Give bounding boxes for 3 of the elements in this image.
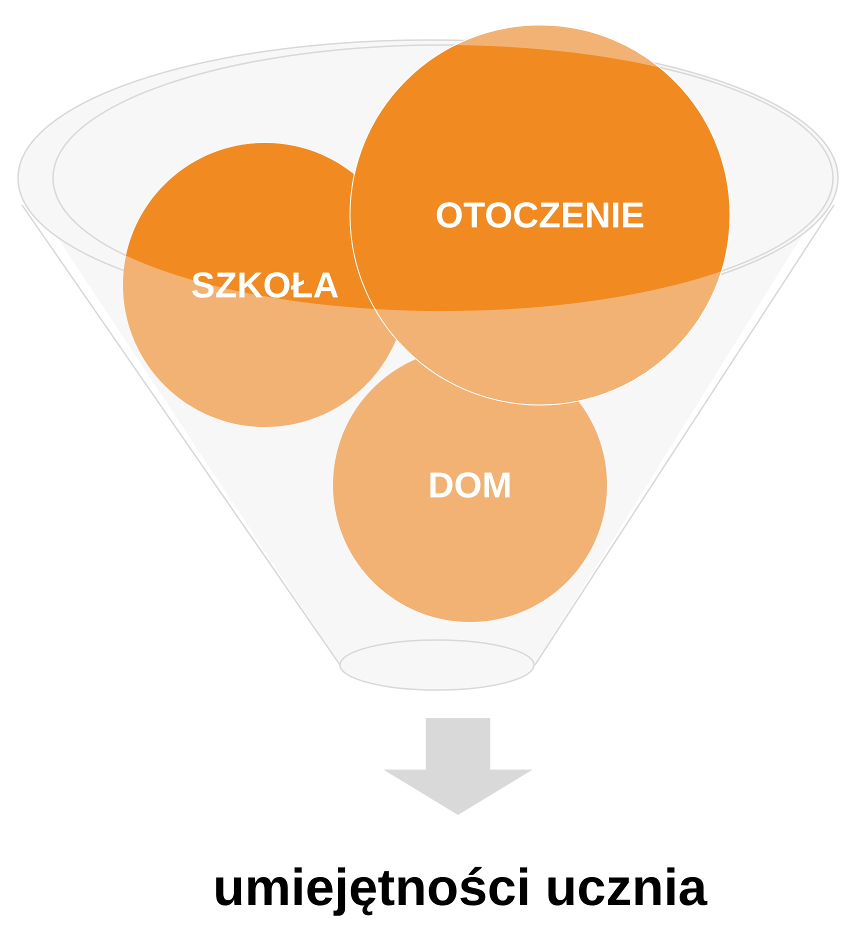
block-arrow xyxy=(384,718,532,815)
result-text: umiejętności ucznia xyxy=(216,866,708,916)
node-label: DOM xyxy=(430,472,510,498)
